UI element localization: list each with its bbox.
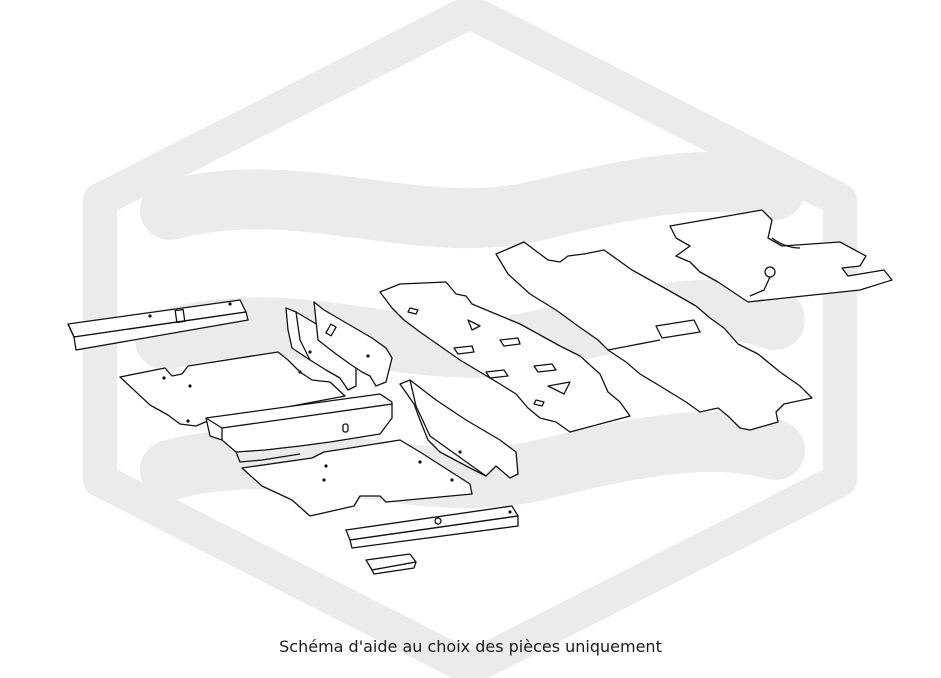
center-tunnel-panel <box>379 281 631 433</box>
small-bracket-block <box>365 553 417 575</box>
rear-crossmember-bar <box>345 505 519 549</box>
sill-channel-curved <box>399 379 519 479</box>
rocker-panel-inner-right <box>313 301 393 387</box>
watermark-wave-3 <box>140 411 805 509</box>
front-floor-pan-left <box>119 351 346 427</box>
rear-trunk-floor <box>669 209 893 303</box>
right-floor-long-panel <box>495 241 813 431</box>
front-crossmember-bar <box>67 299 249 351</box>
watermark-hexagon <box>83 0 857 678</box>
seat-crossmember <box>205 393 393 463</box>
rear-floor-pan-left <box>241 439 473 517</box>
diagram-caption: Schéma d'aide au choix des pièces unique… <box>279 637 662 656</box>
watermark-wave-1 <box>140 151 805 249</box>
